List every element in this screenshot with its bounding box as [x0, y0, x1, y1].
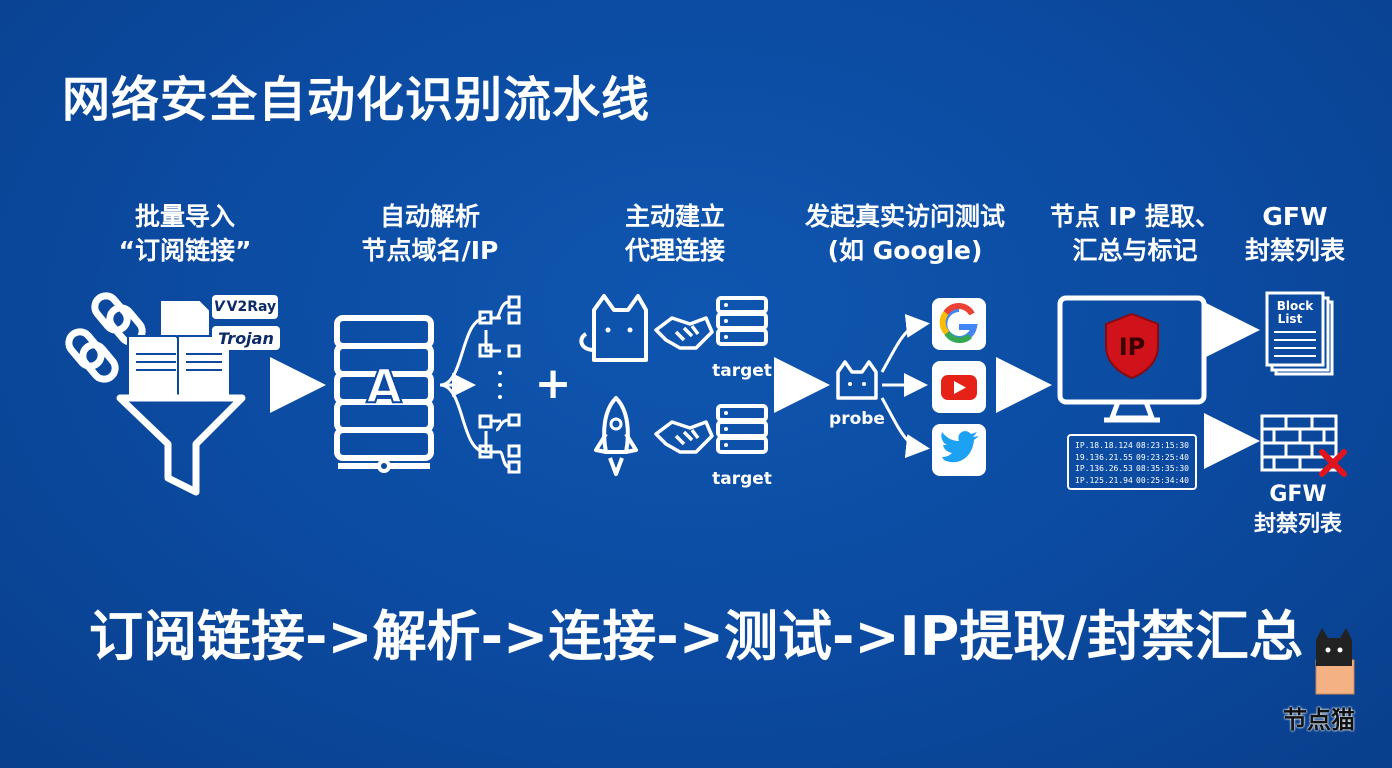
mascot-icon [1315, 628, 1355, 695]
shield-icon [1105, 312, 1159, 380]
page-title: 网络安全自动化识别流水线 [62, 72, 651, 128]
pipeline-summary: 订阅链接->解析->连接->测试->IP提取/封禁汇总 [88, 605, 1304, 668]
probe-label: probe [829, 409, 885, 429]
brand-name: 节点猫 [1283, 706, 1355, 734]
handshake-icon [654, 420, 714, 454]
trojan-tag: Trojan [212, 326, 280, 350]
probe-cat-icon [836, 360, 878, 400]
step-label-connect: 主动建立代理连接 [624, 202, 725, 265]
step-label-parse: 自动解析节点域名/IP [361, 202, 499, 265]
server-icon [716, 296, 768, 346]
block-list-label: List [1278, 312, 1303, 326]
ellipsis-icon [498, 371, 502, 399]
probe-branch [880, 313, 930, 459]
block-list-icon [1265, 291, 1334, 376]
v2ray-logo-icon: V [213, 299, 225, 315]
document-icon [127, 299, 231, 399]
cat-icon [579, 294, 648, 362]
youtube-icon [932, 361, 986, 413]
chain-link-icon [65, 292, 146, 383]
plus-icon: + [535, 358, 572, 409]
branch-tree-icon [439, 295, 521, 474]
close-icon [1319, 449, 1347, 477]
shield-text: IP [1119, 333, 1146, 361]
server-icon [334, 315, 434, 469]
step-label-import: 批量导入“订阅链接” [118, 202, 252, 265]
rocket-icon [594, 396, 638, 476]
firewall-icon [1260, 414, 1338, 472]
handshake-icon [654, 316, 714, 350]
target-label: target [712, 469, 772, 489]
twitter-icon [932, 424, 986, 476]
funnel-icon [116, 394, 246, 496]
target-label: target [712, 361, 772, 381]
server-icon [716, 404, 768, 454]
step-label-extract: 节点 IP 提取、汇总与标记 [1049, 202, 1221, 265]
server-letter: A [366, 359, 402, 413]
step-label-test: 发起真实访问测试(如 Google) [804, 202, 1005, 265]
v2ray-tag: V V2Ray [212, 295, 278, 319]
block-list-label: Block [1277, 299, 1315, 313]
google-icon [932, 298, 986, 350]
